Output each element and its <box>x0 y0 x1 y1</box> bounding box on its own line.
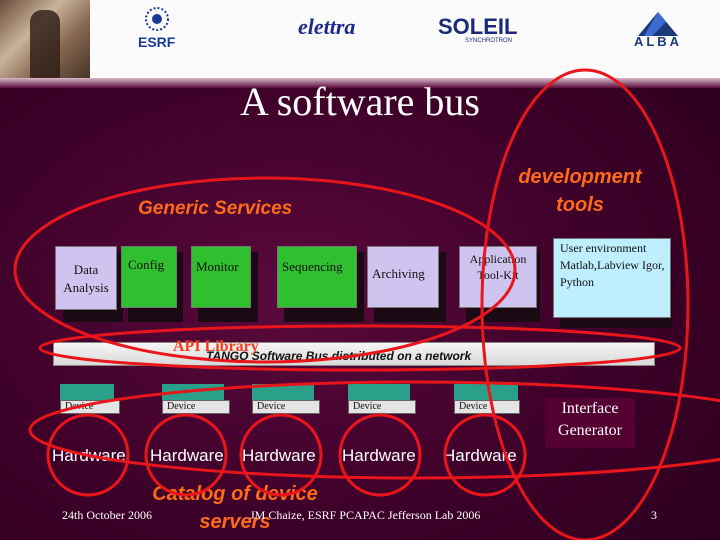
hardware-label: Hardware <box>342 446 416 465</box>
header-divider <box>0 78 720 88</box>
device-block <box>252 384 314 400</box>
soleil-logo: SOLEIL <box>438 14 518 39</box>
service-user-environment: User environment Matlab,Labview Igor, Py… <box>553 238 671 318</box>
hardware-label: Hardware <box>242 446 316 465</box>
software-bus-bar <box>53 342 655 366</box>
footer-author: JM Chaize, ESRF PCAPAC Jefferson Lab 200… <box>250 508 481 522</box>
device-label: Device <box>162 400 230 414</box>
api-library-label: API Library <box>173 338 259 355</box>
hardware-label: Hardware <box>443 446 517 465</box>
development-tools-ellipse <box>480 68 690 540</box>
interface-generator-label: Interface Generator <box>545 398 635 448</box>
interface-generator-ellipse <box>28 380 720 480</box>
hardware-circle <box>144 413 228 497</box>
development-tools-label: development tools <box>518 166 642 216</box>
alba-emblem-icon <box>638 12 678 36</box>
elettra-logo: elettra <box>298 14 356 39</box>
device-block <box>348 384 410 400</box>
slide-title: A software bus <box>240 79 480 124</box>
generic-services-ellipse <box>13 176 517 364</box>
esrf-emblem-icon <box>145 7 169 31</box>
generic-services-label: Generic Services <box>138 198 293 219</box>
service-archiving: Archiving <box>367 246 439 308</box>
software-bus-label: TANGO Software Bus distributed on a netw… <box>206 349 472 363</box>
soleil-logo-subtitle: SYNCHROTRON <box>465 38 513 44</box>
esrf-logo: ESRF <box>138 34 176 50</box>
footer-page-number: 3 <box>651 508 657 522</box>
service-config: Config <box>121 246 177 308</box>
hardware-circle <box>46 413 130 497</box>
software-bus-ellipse <box>38 324 682 372</box>
footer-date: 24th October 2006 <box>62 508 152 522</box>
service-monitor: Monitor <box>191 246 251 308</box>
hardware-circle <box>239 413 323 497</box>
device-block <box>454 384 518 400</box>
catalog-label: Catalog of device servers <box>152 483 318 533</box>
dancer-figure <box>30 10 60 80</box>
hardware-label: Hardware <box>150 446 224 465</box>
service-sequencing: Sequencing <box>277 246 357 308</box>
device-label: Device <box>348 400 416 414</box>
service-data-analysis: Data Analysis <box>55 246 117 310</box>
device-label: Device <box>252 400 320 414</box>
logo-banner <box>0 0 720 78</box>
device-block <box>60 384 114 400</box>
device-label: Device <box>454 400 520 414</box>
hardware-circle <box>443 413 527 497</box>
hardware-circle <box>338 413 422 497</box>
alba-logo: ALBA <box>633 34 683 49</box>
